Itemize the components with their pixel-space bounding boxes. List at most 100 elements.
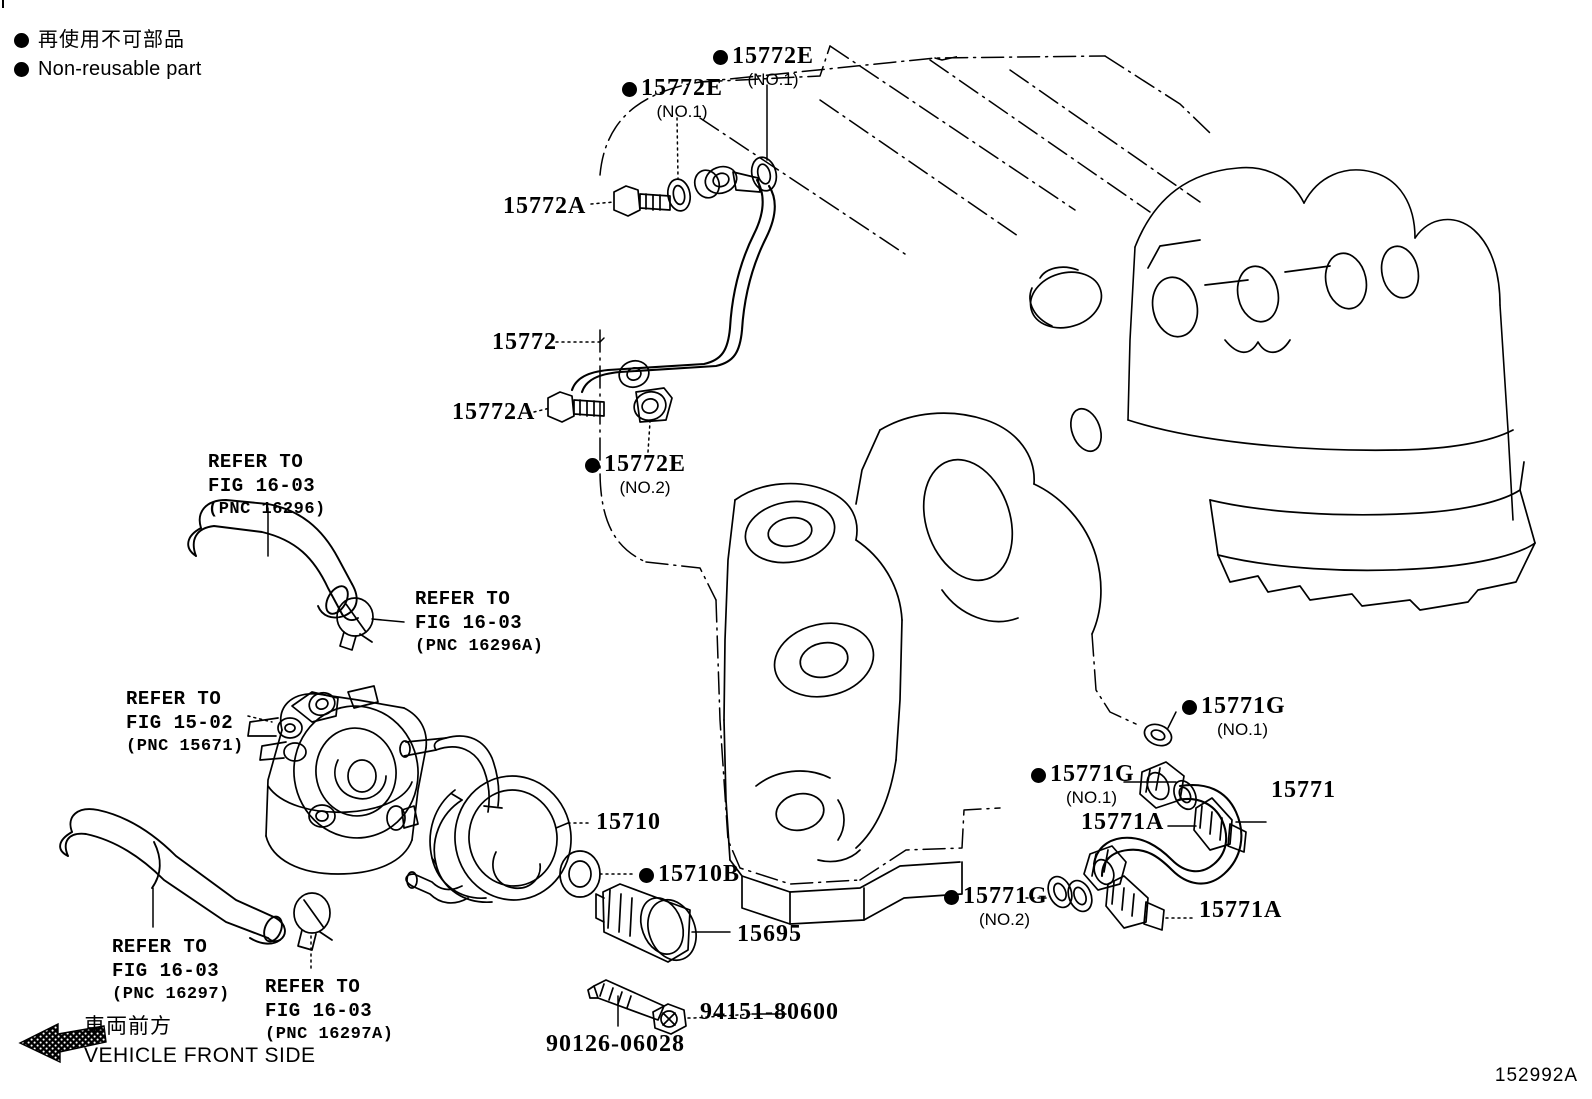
refer-block-pnc-15671[interactable]: REFER TO FIG 15-02 (PNC 15671) — [126, 687, 244, 757]
union-bolt-15771a-lower — [1105, 875, 1165, 931]
part-number: 15771G — [1050, 761, 1135, 787]
legend-japanese-label: 再使用不可部品 — [38, 29, 185, 51]
refer-line2: FIG 16-03 — [415, 612, 523, 635]
part-number: 94151-80600 — [700, 999, 839, 1025]
part-number: 15772E — [641, 75, 724, 101]
callout-90126-06028[interactable]: 90126-06028 — [546, 1031, 685, 1058]
oring-15710b — [559, 850, 601, 898]
clamp-pnc-16296a — [336, 597, 374, 651]
engine-lower-block — [723, 622, 897, 863]
union-bolt-15772a-lower — [547, 391, 605, 423]
gasket-15772e-no2 — [633, 387, 673, 423]
part-number: 15772E — [604, 451, 687, 477]
part-number: 15771A — [1081, 809, 1165, 835]
callout-15771g-no2[interactable]: 15771G (NO.2) — [944, 883, 1048, 929]
refer-pnc: (PNC 16297) — [112, 984, 230, 1004]
callout-15771a-upper[interactable]: 15771A — [1081, 809, 1165, 836]
oil-filter-bracket — [247, 685, 428, 875]
part-subnumber: (NO.1) — [1066, 787, 1117, 807]
callout-94151-80600[interactable]: 94151-80600 — [700, 999, 839, 1026]
refer-line1: REFER TO — [415, 588, 511, 610]
callout-15771[interactable]: 15771 — [1271, 777, 1336, 804]
part-number: 15771G — [1201, 693, 1286, 719]
refer-line1: REFER TO — [265, 976, 361, 998]
part-number: 90126-06028 — [546, 1031, 685, 1057]
cam-cover-front-edge — [1127, 419, 1514, 452]
oil-filler-cap — [1029, 266, 1103, 329]
nonreusable-dot-icon — [585, 458, 600, 473]
refer-block-pnc-16297[interactable]: REFER TO FIG 16-03 (PNC 16297) — [112, 935, 230, 1005]
oil-pan-flange — [729, 859, 963, 925]
part-number: 15695 — [737, 921, 802, 947]
refer-block-pnc-16296[interactable]: REFER TO FIG 16-03 (PNC 16296) — [208, 450, 326, 520]
callout-15772a-upper[interactable]: 15772A — [503, 193, 587, 220]
part-number: 15772 — [492, 329, 557, 355]
part-number: 15710 — [596, 809, 661, 835]
vehicle-front-english: VEHICLE FRONT SIDE — [84, 1043, 316, 1067]
clamp-pnc-16297a — [293, 892, 333, 951]
nut-94151-80600 — [652, 1003, 687, 1035]
nonreusable-dot-icon — [1182, 700, 1197, 715]
part-subnumber: (NO.1) — [747, 69, 799, 89]
corner-registration-mark — [2, 0, 4, 8]
refer-line2: FIG 16-03 — [112, 960, 220, 983]
figure-id: 152992A — [1494, 1065, 1578, 1086]
nonreusable-dot-icon — [622, 82, 637, 97]
filled-circle-icon — [14, 33, 29, 48]
callout-15772a-lower[interactable]: 15772A — [452, 399, 536, 426]
cam-cover-bosses — [1147, 239, 1420, 354]
part-number: 15771G — [963, 883, 1048, 909]
cam-cover-lower-rail — [1209, 461, 1525, 516]
callout-15771g-no1-mid[interactable]: 15771G (NO.1) — [1031, 761, 1135, 807]
stud-bolt-90126-06028 — [587, 979, 665, 1021]
tube-15771-lower-fitting — [1083, 845, 1127, 891]
part-number: 15772E — [732, 43, 815, 69]
callout-15772e-no1-upper[interactable]: 15772E (NO.1) — [713, 43, 815, 89]
refer-pnc: (PNC 16297A) — [265, 1024, 394, 1044]
legend: 再使用不可部品 Non-reusable part — [14, 26, 202, 84]
legend-row-english: Non-reusable part — [14, 55, 202, 84]
legend-row-japanese: 再使用不可部品 — [14, 26, 202, 55]
vehicle-front-japanese: 車両前方 — [84, 1015, 172, 1038]
oil-cooler-15710 — [399, 735, 572, 904]
callout-15771g-no1-upper[interactable]: 15771G (NO.1) — [1182, 693, 1286, 739]
gasket-15771g-no1-b — [1173, 779, 1197, 811]
callout-15772[interactable]: 15772 — [492, 329, 557, 356]
gasket-15772e-no1-b — [666, 178, 692, 212]
callout-15695[interactable]: 15695 — [737, 921, 802, 948]
part-subnumber: (NO.2) — [619, 477, 671, 497]
refer-pnc: (PNC 15671) — [126, 736, 244, 756]
refer-line1: REFER TO — [112, 936, 208, 958]
part-number: 15771 — [1271, 777, 1336, 803]
nonreusable-dot-icon — [1031, 768, 1046, 783]
nonreusable-dot-icon — [639, 868, 654, 883]
refer-line1: REFER TO — [208, 451, 304, 473]
refer-pnc: (PNC 16296) — [208, 499, 326, 519]
refer-line2: FIG 16-03 — [208, 475, 316, 498]
refer-block-pnc-16297a[interactable]: REFER TO FIG 16-03 (PNC 16297A) — [265, 975, 393, 1045]
callout-15772e-no2[interactable]: 15772E (NO.2) — [585, 451, 687, 497]
callout-15710[interactable]: 15710 — [596, 809, 661, 836]
tube-15771-upper-fitting — [1139, 761, 1185, 809]
legend-english-label: Non-reusable part — [38, 58, 202, 80]
callout-15772e-no1-left[interactable]: 15772E (NO.1) — [622, 75, 724, 121]
part-subnumber: (NO.2) — [979, 909, 1030, 929]
filled-circle-icon — [14, 62, 29, 77]
refer-block-pnc-16296a[interactable]: REFER TO FIG 16-03 (PNC 16296A) — [415, 587, 543, 657]
part-number: 15710B — [658, 861, 741, 887]
part-number: 15772A — [452, 399, 536, 425]
relief-valve-15695 — [595, 883, 697, 963]
refer-pnc: (PNC 16296A) — [415, 636, 544, 656]
engine-front-block — [723, 407, 1103, 761]
cylinder-head-cover — [1127, 166, 1514, 521]
part-subnumber: (NO.1) — [1217, 719, 1268, 739]
part-number: 15772A — [503, 193, 587, 219]
union-bolt-15771a-upper — [1193, 797, 1247, 853]
refer-line1: REFER TO — [126, 688, 222, 710]
callout-15771a-lower[interactable]: 15771A — [1199, 897, 1283, 924]
vehicle-front-side-note: 車両前方 VEHICLE FRONT SIDE — [84, 1013, 316, 1070]
gasket-15772e-no1-a — [750, 156, 778, 192]
part-number: 15771A — [1199, 897, 1283, 923]
tube-lower-fitting — [618, 359, 650, 389]
callout-15710b[interactable]: 15710B — [639, 861, 741, 888]
